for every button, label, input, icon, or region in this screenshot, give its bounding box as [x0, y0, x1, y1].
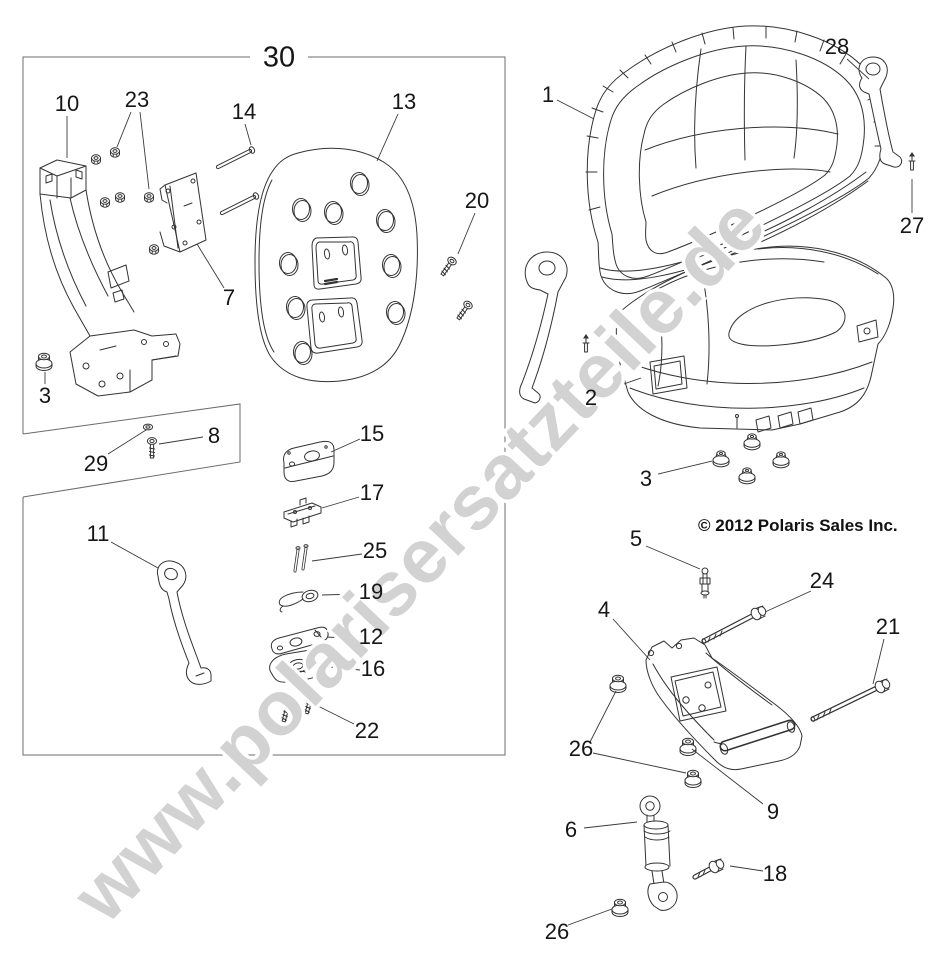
part-3-bumpers-right: [712, 433, 790, 485]
part-25-pins: [293, 544, 309, 573]
part-19-hook: [278, 589, 319, 613]
part-2-seat-bottom: [615, 245, 895, 433]
part-21-bolt: [810, 678, 891, 722]
callout-2: 2: [584, 385, 598, 410]
part-22-screws: [278, 692, 317, 724]
callout-16: 16: [360, 656, 386, 681]
part-11-strap-hook: [156, 560, 212, 685]
callout-17: 17: [359, 480, 385, 505]
callout-6: 6: [564, 817, 578, 842]
part-5-fitting: [699, 567, 711, 599]
callout-9: 9: [766, 799, 780, 824]
part-26-nut: [684, 769, 702, 788]
part-26-nut: [611, 898, 629, 917]
part-16-latch-base: [269, 644, 331, 683]
callout-22: 22: [354, 718, 380, 743]
part-10-seat-bracket: [39, 159, 181, 397]
callout-12: 12: [358, 624, 384, 649]
part-29-washer: [142, 423, 154, 431]
callout-30: 30: [262, 41, 296, 74]
part-15-latch-block: [283, 440, 335, 482]
callout-27: 27: [899, 213, 925, 238]
callout-24: 24: [809, 568, 835, 593]
callout-26: 26: [544, 919, 570, 944]
callout-28: 28: [824, 34, 850, 59]
part-7-bracket: [159, 172, 207, 253]
part-6-shock-absorber: [639, 795, 678, 911]
callout-21: 21: [875, 614, 901, 639]
callout-8: 8: [207, 423, 221, 448]
callout-10: 10: [54, 91, 80, 116]
part-27-pin-left: [582, 333, 590, 353]
callout-20: 20: [464, 188, 490, 213]
part-4-support-frame: [645, 637, 803, 771]
callout-25: 25: [362, 538, 388, 563]
part-9-nut: [679, 737, 697, 756]
callout-19: 19: [358, 579, 384, 604]
callout-7: 7: [222, 285, 236, 310]
part-26-nut: [609, 674, 627, 693]
part-3-nut-left: [35, 352, 53, 371]
part-14-pins: [215, 146, 260, 216]
callout-1: 1: [541, 82, 555, 107]
callout-15: 15: [359, 421, 385, 446]
part-24-bolt: [701, 605, 767, 644]
callout-26: 26: [568, 736, 594, 761]
callout-18: 18: [762, 861, 788, 886]
part-28-hook-left: [519, 251, 568, 404]
part-18-bolt: [692, 858, 725, 880]
part-17-latch-bracket: [283, 497, 322, 528]
callout-4: 4: [597, 597, 611, 622]
part-8-screw: [146, 437, 158, 459]
callout-11: 11: [86, 521, 110, 546]
callout-29: 29: [83, 451, 109, 476]
group-30-outline: [22, 56, 506, 756]
callout-3: 3: [38, 383, 52, 408]
callout-23: 23: [124, 87, 150, 112]
callout-5: 5: [629, 526, 643, 551]
leader-lines: [44, 58, 913, 926]
callout-3: 3: [639, 466, 653, 491]
part-28-hook-right: [858, 56, 903, 168]
part-23-nuts: [91, 147, 159, 255]
callout-13: 13: [391, 89, 417, 114]
callout-14: 14: [231, 99, 257, 124]
part-20-screws: [437, 255, 475, 323]
copyright-notice: © 2012 Polaris Sales Inc.: [698, 516, 898, 535]
part-12-plate: [270, 626, 329, 655]
part-27-pin-right: [908, 151, 916, 171]
part-13-mount-plate: [254, 147, 418, 383]
